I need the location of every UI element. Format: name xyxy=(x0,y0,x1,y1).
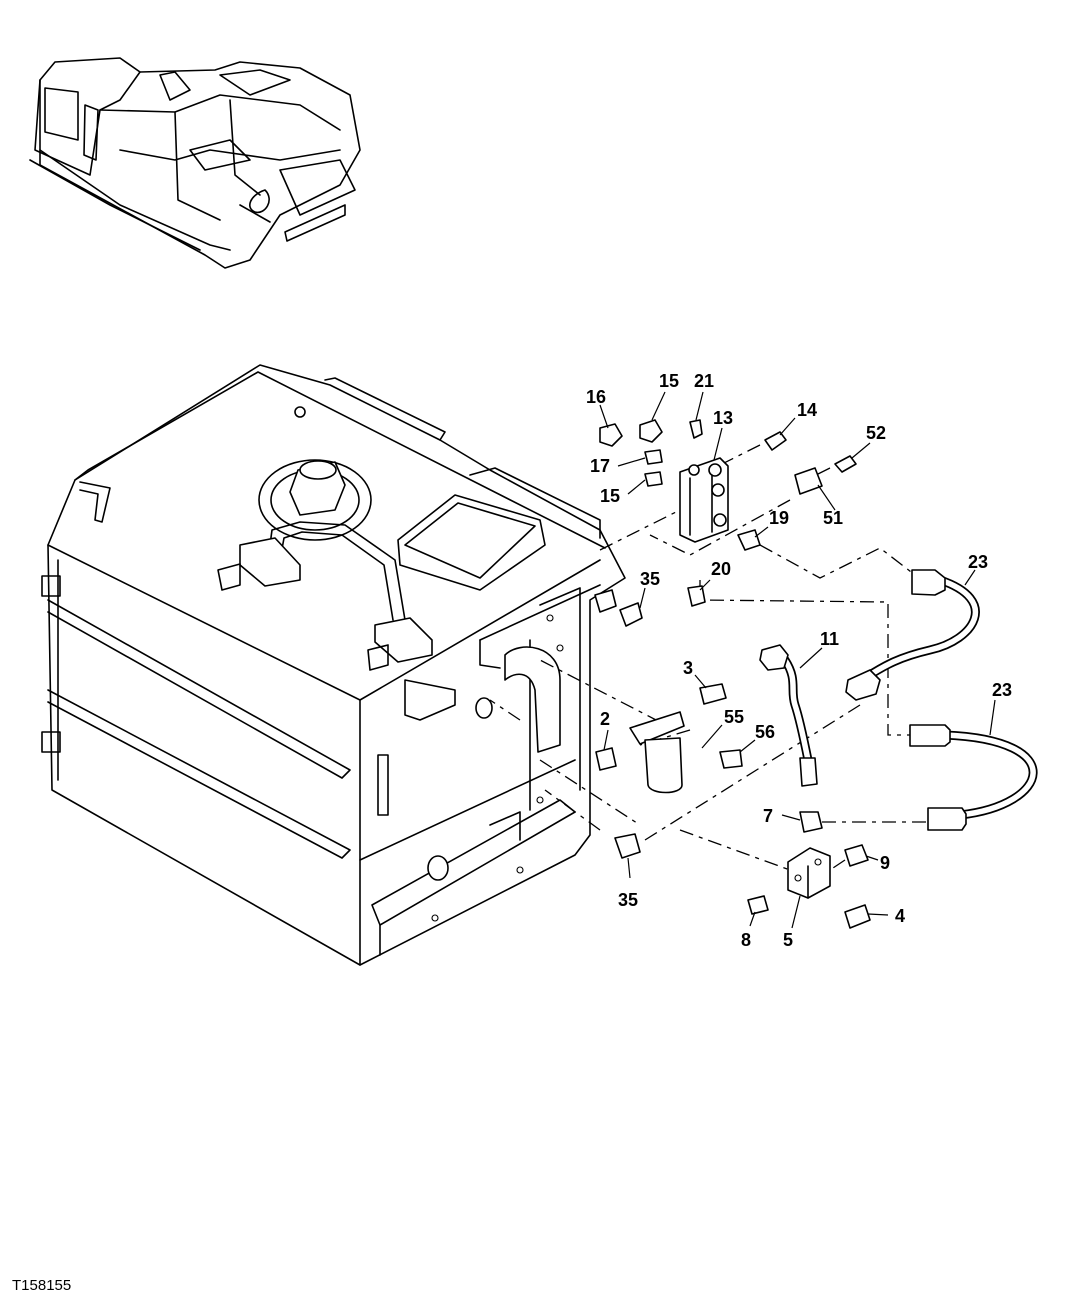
callout-55: 55 xyxy=(724,707,744,727)
callout-labels: 16 15 21 13 14 52 17 15 19 51 23 20 35 1… xyxy=(586,371,1012,950)
callout-16: 16 xyxy=(586,387,606,407)
manifold-5 xyxy=(787,847,831,899)
bracket-51 xyxy=(794,467,823,495)
callout-23-lower: 23 xyxy=(992,680,1012,700)
fitting-14 xyxy=(764,431,787,451)
callout-8: 8 xyxy=(741,930,751,950)
callout-35-lower: 35 xyxy=(618,890,638,910)
callout-23-upper: 23 xyxy=(968,552,988,572)
fitting-52 xyxy=(834,455,857,473)
valve-block-13 xyxy=(679,457,729,543)
fitting-15-lower xyxy=(644,471,663,487)
bolt-4 xyxy=(844,904,871,929)
hose-23-upper xyxy=(845,569,980,701)
callout-21: 21 xyxy=(694,371,714,391)
callout-15: 15 xyxy=(659,371,679,391)
elbow-35-lower xyxy=(614,833,641,859)
callout-17: 17 xyxy=(590,456,610,476)
plug-8 xyxy=(747,895,769,915)
fitting-19 xyxy=(737,529,761,551)
callout-9: 9 xyxy=(880,853,890,873)
callout-4: 4 xyxy=(895,906,905,926)
callout-35-upper: 35 xyxy=(640,569,660,589)
callout-5: 5 xyxy=(783,930,793,950)
callout-51: 51 xyxy=(823,508,843,528)
callout-13: 13 xyxy=(713,408,733,428)
callout-19: 19 xyxy=(769,508,789,528)
callout-3: 3 xyxy=(683,658,693,678)
excavator-locator-view xyxy=(29,57,361,269)
fitting-3 xyxy=(699,683,727,705)
callout-52: 52 xyxy=(866,423,886,443)
fitting-17 xyxy=(644,449,663,465)
callout-14: 14 xyxy=(797,400,817,420)
bolt-56 xyxy=(719,749,743,769)
callout-15-lower: 15 xyxy=(600,486,620,506)
figure-id: T158155 xyxy=(12,1277,71,1294)
hose-23-lower xyxy=(909,724,1038,831)
fitting-15-upper xyxy=(639,419,663,443)
line-11 xyxy=(759,644,818,787)
filter-assembly xyxy=(629,711,685,794)
callout-20: 20 xyxy=(711,559,731,579)
elbow-9 xyxy=(844,844,869,867)
tee-fitting-7 xyxy=(799,811,823,833)
callout-56: 56 xyxy=(755,722,775,742)
fittings-35-upper xyxy=(594,589,643,627)
callout-leaders xyxy=(599,391,996,929)
fitting-20 xyxy=(687,585,706,607)
callout-2: 2 xyxy=(600,709,610,729)
fitting-16 xyxy=(599,423,623,447)
callout-11: 11 xyxy=(820,629,839,649)
callout-7: 7 xyxy=(763,806,773,826)
fitting-2 xyxy=(595,747,617,771)
bolt-21 xyxy=(689,419,703,439)
hydraulic-tank xyxy=(41,364,626,966)
